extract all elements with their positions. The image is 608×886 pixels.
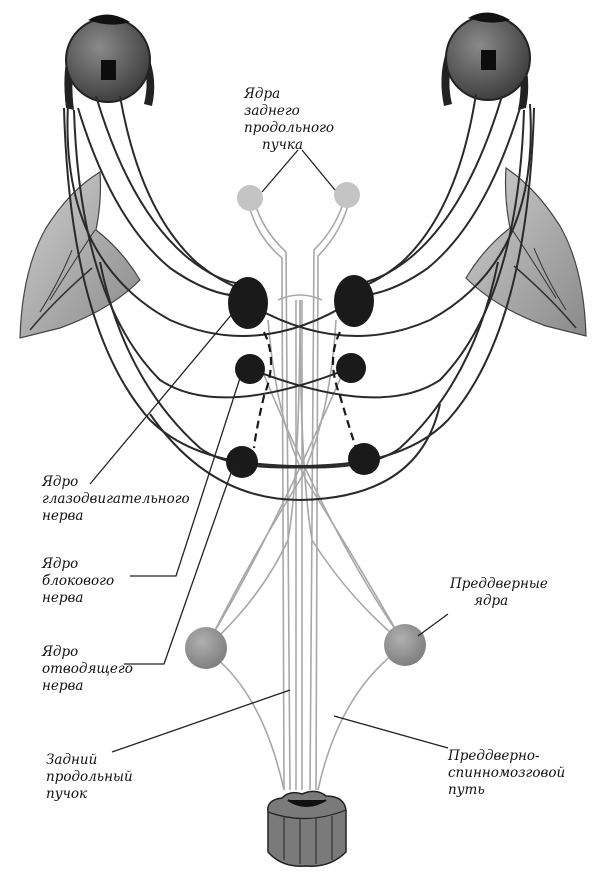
label-trochlear: Ядро блокового нерва <box>42 556 114 607</box>
right-eye <box>441 12 531 110</box>
label-line: нерва <box>42 508 84 524</box>
spinal-cord-segment <box>267 790 347 867</box>
label-line: Ядро <box>42 644 79 660</box>
label-line: Преддверно- <box>448 748 540 764</box>
right-abducens-nucleus <box>348 443 380 475</box>
label-line: пучок <box>46 786 88 802</box>
right-mlf-nucleus <box>334 182 360 208</box>
label-line: спинномозговой <box>448 765 566 781</box>
right-inner-ear <box>465 166 587 337</box>
label-line: Задний <box>46 752 98 768</box>
leader-lines <box>89 149 449 753</box>
label-line: пучка <box>262 137 304 153</box>
label-mlf-nuclei: Ядра заднего продольного пучка <box>244 86 334 154</box>
right-oculomotor-nucleus <box>334 275 374 327</box>
label-line: нерва <box>42 678 84 694</box>
label-line: Ядро <box>42 556 79 572</box>
label-line: продольный <box>46 769 133 785</box>
dashed-connections <box>252 331 358 449</box>
label-line: отводящего <box>42 661 133 677</box>
label-line: заднего <box>244 103 300 119</box>
label-abducens: Ядро отводящего нерва <box>42 644 133 695</box>
label-line: Ядра <box>244 86 281 102</box>
label-line: Преддверные <box>450 576 548 592</box>
left-inner-ear <box>19 170 141 339</box>
label-line: путь <box>448 782 485 798</box>
label-line: продольного <box>244 120 335 136</box>
label-line: ядра <box>474 593 509 609</box>
label-line: глазодвигательного <box>42 491 190 507</box>
right-vestibular-nucleus <box>384 624 426 666</box>
left-abducens-nucleus <box>226 446 258 478</box>
left-trochlear-nucleus <box>235 354 265 384</box>
label-vestibulospinal: Преддверно- спинномозговой путь <box>448 748 565 799</box>
label-line: нерва <box>42 590 84 606</box>
label-vestibular: Преддверные ядра <box>450 576 548 610</box>
label-oculomotor: Ядро глазодвигательного нерва <box>42 474 190 525</box>
left-eye <box>64 14 155 110</box>
label-mlf: Задний продольный пучок <box>46 752 133 803</box>
label-line: Ядро <box>42 474 79 490</box>
left-oculomotor-nucleus <box>228 277 268 329</box>
left-vestibular-nucleus <box>185 627 227 669</box>
right-trochlear-nucleus <box>336 353 366 383</box>
left-mlf-nucleus <box>237 185 263 211</box>
nerve-lines <box>63 93 535 502</box>
label-line: блокового <box>42 573 115 589</box>
